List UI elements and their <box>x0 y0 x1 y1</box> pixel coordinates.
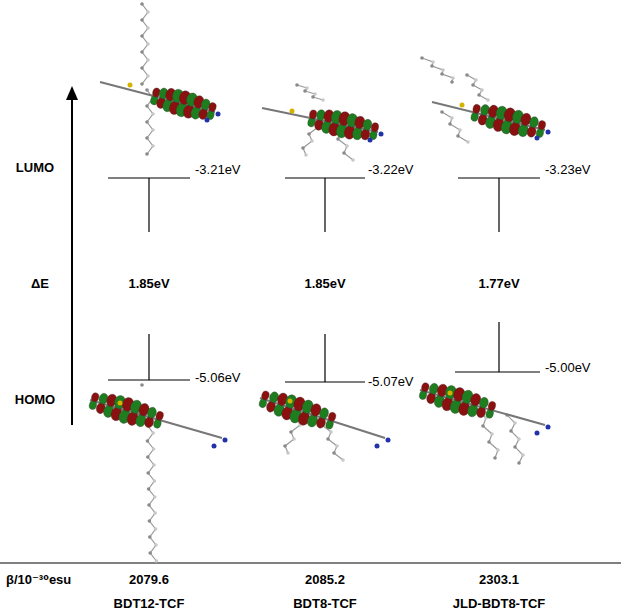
energy-value: -3.21eV <box>195 163 241 177</box>
compound-name: JLD-BDT8-TCF <box>453 597 545 611</box>
axis-arrowhead <box>66 86 78 100</box>
energy-value: -3.23eV <box>545 163 591 177</box>
levels <box>108 178 540 382</box>
orbital-picture <box>258 390 390 462</box>
energy-value: -5.06eV <box>195 371 241 385</box>
hyperpolarizability-value: 2303.1 <box>479 573 519 587</box>
compound-name: BDT12-TCF <box>114 597 185 611</box>
gap-value: 1.85eV <box>128 277 169 291</box>
energy-axis <box>71 98 73 425</box>
gap-value: 1.85eV <box>304 277 345 291</box>
energy-value: -3.22eV <box>368 163 414 177</box>
gap-value: 1.77eV <box>478 277 519 291</box>
energy-value: -5.07eV <box>368 375 414 389</box>
orbital-picture <box>88 383 227 563</box>
orbital-picture <box>262 83 384 162</box>
hyperpolarizability-value: 2085.2 <box>305 573 345 587</box>
compound-name: BDT8-TCF <box>293 597 357 611</box>
orbital-label: HOMO <box>15 393 55 407</box>
orbital-picture <box>100 2 221 156</box>
orbital-picture <box>420 56 550 144</box>
orbital-label: LUMO <box>16 161 54 175</box>
orbital-pictures <box>88 2 550 563</box>
orbital-picture <box>418 382 550 465</box>
table-rule <box>0 563 621 564</box>
hyperpolarizability-value: 2079.6 <box>129 573 169 587</box>
energy-value: -5.00eV <box>545 361 591 375</box>
gap-label: ΔE <box>31 277 49 291</box>
hyperpolarizability-value: β/10⁻³⁰esu <box>6 573 71 587</box>
